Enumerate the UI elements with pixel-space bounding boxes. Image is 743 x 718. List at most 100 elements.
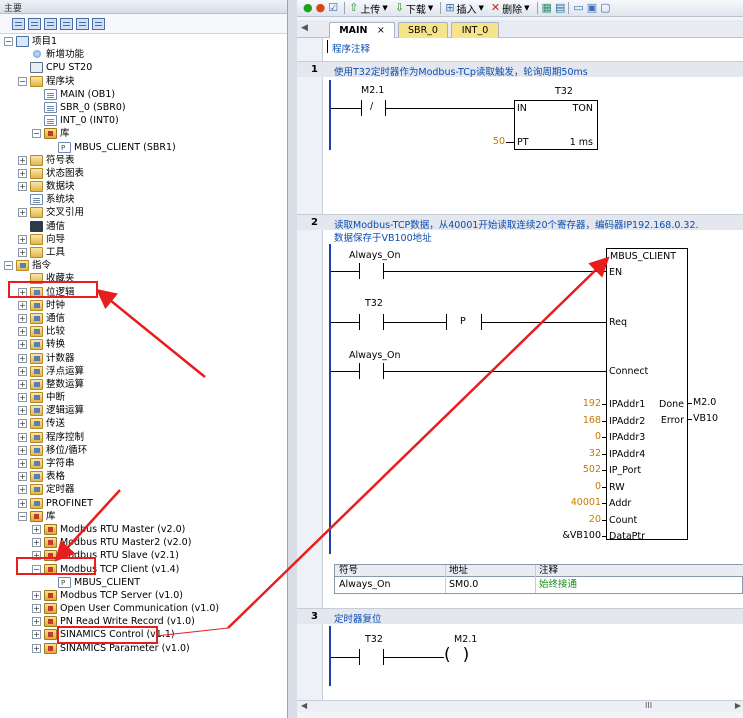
tree-item[interactable]: +程序控制 <box>0 431 287 444</box>
tab-int0[interactable]: INT_0 <box>451 22 499 38</box>
expand-icon[interactable]: + <box>18 393 27 403</box>
tree-item[interactable]: +符号表 <box>0 154 287 167</box>
tree-item[interactable]: 新增功能 <box>0 48 287 61</box>
tree-item[interactable]: +浮点运算 <box>0 365 287 378</box>
network-comment[interactable]: 读取Modbus-TCP数据，从40001开始读取连续20个寄存器，编码器IP1… <box>334 220 699 231</box>
expand-icon[interactable]: + <box>18 234 27 244</box>
network-comment[interactable]: 定时器复位 <box>334 614 382 625</box>
expand-icon[interactable]: + <box>18 155 27 165</box>
input-value[interactable]: 32 <box>588 447 601 459</box>
coil[interactable]: () <box>444 645 482 665</box>
tree-item[interactable]: MBUS_CLIENT (SBR1) <box>0 141 287 155</box>
window-button[interactable]: ▭ <box>573 2 583 13</box>
tree-item[interactable]: +交叉引用 <box>0 206 287 219</box>
input-value[interactable]: 502 <box>582 464 601 475</box>
tree-item[interactable]: 系统块 <box>0 193 287 206</box>
collapse-icon[interactable]: − <box>32 564 41 574</box>
expand-icon[interactable]: + <box>18 208 27 218</box>
contact-address[interactable]: Always_On <box>349 350 401 361</box>
scroll-left-icon[interactable]: ◀ <box>301 701 308 710</box>
tree-item[interactable]: −项目1 <box>0 35 287 48</box>
tree-item[interactable]: +比较 <box>0 325 287 338</box>
expand-icon[interactable]: + <box>32 617 41 627</box>
pt-value[interactable]: 50 <box>492 136 505 147</box>
horizontal-scrollbar[interactable]: ◀ III ▶ <box>297 700 743 712</box>
collapse-icon[interactable]: − <box>4 261 13 271</box>
input-value[interactable]: &VB100 <box>562 530 601 541</box>
upload-button[interactable]: ⇧上传▼ <box>349 1 388 16</box>
tree-item[interactable]: −库 <box>0 127 287 140</box>
tab-main[interactable]: MAIN × <box>329 22 395 38</box>
tree-item[interactable]: +Modbus TCP Server (v1.0) <box>0 589 287 602</box>
input-value[interactable]: 40001 <box>570 497 601 508</box>
display-icon[interactable] <box>92 17 105 30</box>
network-comment-line2[interactable]: 数据保存于VB100地址 <box>334 233 432 244</box>
expand-icon[interactable]: + <box>18 419 27 429</box>
tree-item[interactable]: +传送 <box>0 417 287 430</box>
network-1-header[interactable]: 1 使用T32定时器作为Modbus-TCp读取触发，轮询周期50ms <box>297 61 743 78</box>
collapse-icon[interactable]: − <box>4 37 13 46</box>
timer-address[interactable]: T32 <box>555 86 573 97</box>
tree-item[interactable]: 收藏夹 <box>0 272 287 285</box>
address-cell[interactable]: SM0.0 <box>449 579 479 590</box>
expand-icon[interactable]: + <box>18 300 27 310</box>
tree-item[interactable]: +工具 <box>0 246 287 259</box>
network-comment[interactable]: 使用T32定时器作为Modbus-TCp读取触发，轮询周期50ms <box>334 67 588 78</box>
block-view-icon[interactable] <box>60 17 73 30</box>
expand-icon[interactable]: + <box>18 353 27 363</box>
compile-button[interactable]: ☑ <box>328 2 338 13</box>
expand-icon[interactable]: + <box>18 459 27 468</box>
no-contact[interactable] <box>359 314 384 330</box>
expand-icon[interactable]: + <box>32 630 41 640</box>
expand-icon[interactable]: + <box>32 643 41 653</box>
tree-item[interactable]: +时钟 <box>0 299 287 312</box>
expand-icon[interactable]: + <box>18 379 27 389</box>
tree-item[interactable]: +字符串 <box>0 457 287 470</box>
input-value[interactable]: 20 <box>588 513 601 525</box>
contact-address[interactable]: T32 <box>365 298 383 309</box>
contact-address[interactable]: T32 <box>365 634 383 645</box>
tree-item[interactable]: +数据块 <box>0 180 287 193</box>
expand-icon[interactable]: + <box>32 551 41 561</box>
nc-contact[interactable] <box>361 100 386 116</box>
expand-icon[interactable]: + <box>18 472 27 482</box>
expand-icon[interactable]: + <box>18 287 27 297</box>
tree-item[interactable]: +通信 <box>0 312 287 325</box>
input-value[interactable]: 0 <box>594 431 601 442</box>
no-contact[interactable] <box>359 649 384 665</box>
tree-item[interactable]: −指令 <box>0 259 287 272</box>
expand-icon[interactable]: + <box>18 445 27 455</box>
tree-item[interactable]: +位逻辑 <box>0 286 287 299</box>
tree-item[interactable]: +转换 <box>0 338 287 351</box>
contact-address[interactable]: Always_On <box>349 250 401 261</box>
symbol-table[interactable]: 符号 地址 注释 Always_On SM0.0 始终接通 <box>334 564 743 594</box>
tree-item[interactable]: +PROFINET <box>0 497 287 510</box>
download-button[interactable]: ⇩下载▼ <box>395 1 434 16</box>
tree-item[interactable]: +状态图表 <box>0 167 287 180</box>
coil-address[interactable]: M2.1 <box>454 634 478 645</box>
expand-icon[interactable]: + <box>18 432 27 442</box>
expand-icon[interactable]: + <box>18 327 27 337</box>
expand-icon[interactable]: + <box>32 590 41 600</box>
collapse-icon[interactable]: − <box>18 511 27 521</box>
collapse-icon[interactable]: − <box>32 129 41 139</box>
view-icon[interactable] <box>12 17 25 30</box>
tree-item[interactable]: −Modbus TCP Client (v1.4) <box>0 563 287 576</box>
tree-item[interactable]: MAIN (OB1) <box>0 88 287 101</box>
tree-item[interactable]: +Modbus RTU Master2 (v2.0) <box>0 536 287 549</box>
expand-icon[interactable]: + <box>18 406 27 416</box>
tab-sbr0[interactable]: SBR_0 <box>398 22 448 38</box>
tree-item[interactable]: 通信 <box>0 220 287 233</box>
timer-block[interactable]: IN TON PT 1 ms <box>514 100 598 150</box>
no-contact[interactable] <box>359 363 384 379</box>
delete-button[interactable]: ✕删除▼ <box>491 1 530 16</box>
expand-icon[interactable]: + <box>18 182 27 192</box>
tree-item[interactable]: −库 <box>0 510 287 523</box>
tree-item[interactable]: SBR_0 (SBR0) <box>0 101 287 114</box>
no-contact[interactable] <box>359 263 384 279</box>
error-output-value[interactable]: VB10 <box>693 413 719 424</box>
contact-address[interactable]: M2.1 <box>361 85 385 96</box>
tree-item[interactable]: CPU ST20 <box>0 61 287 74</box>
close-icon[interactable]: × <box>376 25 385 36</box>
